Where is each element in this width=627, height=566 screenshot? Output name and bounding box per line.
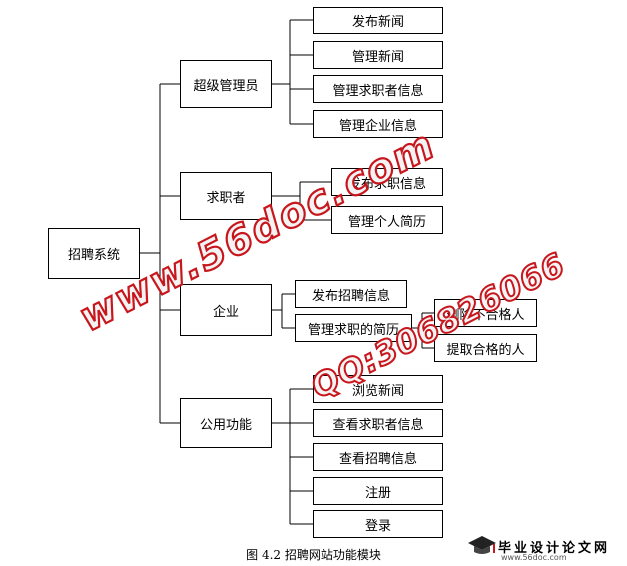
action-delete-unqualified: 删除不合格人 xyxy=(434,299,537,327)
action-extract-qualified: 提取合格的人 xyxy=(434,334,537,362)
item-view-recruitment-info: 查看招聘信息 xyxy=(313,443,443,471)
item-publish-recruitment: 发布招聘信息 xyxy=(295,280,407,308)
figure-caption: 图 4.2 招聘网站功能模块 xyxy=(246,548,381,562)
item-manage-resume: 管理个人简历 xyxy=(331,206,443,234)
item-publish-news: 发布新闻 xyxy=(313,7,443,34)
item-view-seeker-info: 查看求职者信息 xyxy=(313,409,443,437)
item-publish-job-request: 发布求职信息 xyxy=(331,168,443,196)
root-node: 招聘系统 xyxy=(48,228,140,279)
item-manage-seeker-info: 管理求职者信息 xyxy=(313,75,443,103)
item-login: 登录 xyxy=(313,510,443,538)
item-manage-company-info: 管理企业信息 xyxy=(313,110,443,138)
item-register: 注册 xyxy=(313,477,443,505)
group-company: 企业 xyxy=(180,284,272,336)
item-browse-news: 浏览新闻 xyxy=(313,375,443,403)
logo-url: www.56doc.com xyxy=(501,553,567,562)
group-job-seeker: 求职者 xyxy=(180,172,272,220)
logo-name: 毕业设计论文网 xyxy=(498,541,611,556)
item-manage-applicant-resumes: 管理求职的简历 xyxy=(295,314,412,342)
group-super-admin: 超级管理员 xyxy=(180,60,272,108)
item-manage-news: 管理新闻 xyxy=(313,41,443,69)
group-common: 公用功能 xyxy=(180,398,272,448)
logo-icon xyxy=(468,536,496,554)
